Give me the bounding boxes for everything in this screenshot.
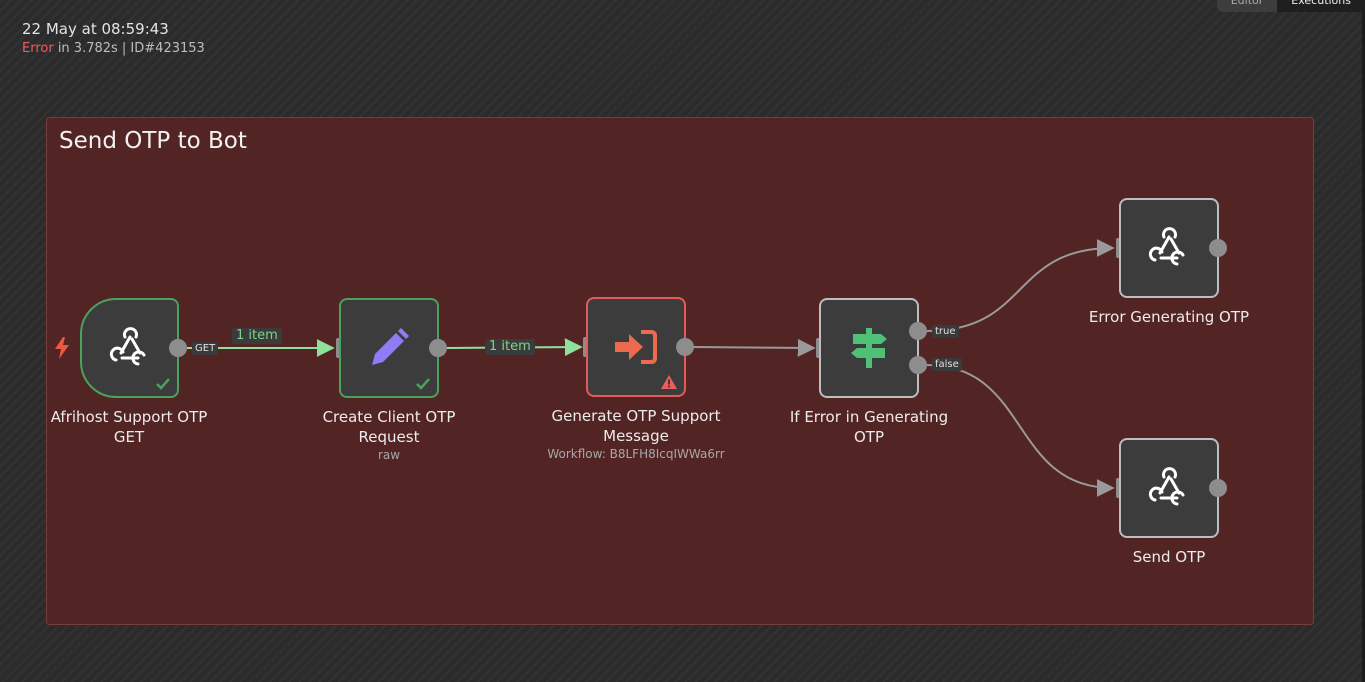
- node-afrihost-support-otp-get[interactable]: [80, 298, 179, 398]
- node-label-line: OTP: [853, 428, 884, 446]
- node-subtitle: Workflow: B8LFH8IcqIWWa6rr: [547, 447, 725, 461]
- webhook-icon: [1148, 467, 1185, 506]
- output-tag-get: GET: [192, 342, 219, 355]
- pencil-icon: [372, 328, 409, 365]
- node-label-line: Request: [358, 428, 420, 446]
- execution-date: 22 May at 08:59:43: [22, 20, 169, 38]
- warning-icon: [661, 375, 677, 389]
- editor-tab[interactable]: Editor: [1230, 0, 1264, 7]
- executions-tab[interactable]: Executions: [1277, 0, 1365, 12]
- output-port[interactable]: [1209, 479, 1227, 497]
- execution-status: Error in 3.782s | ID#423153: [22, 41, 205, 56]
- node-error-generating-otp[interactable]: [1119, 198, 1219, 298]
- item-count-badge: 1 item: [485, 339, 535, 355]
- node-label-line: Create Client OTP: [322, 408, 456, 426]
- connection-generate-to-if[interactable]: [693, 338, 816, 357]
- node-label: Create Client OTP Request: [289, 407, 489, 447]
- output-tag-true: true: [932, 325, 959, 338]
- trigger-bolt-icon: [55, 337, 69, 359]
- node-label: If Error in Generating OTP: [769, 407, 969, 447]
- node-send-otp[interactable]: [1119, 438, 1219, 538]
- webhook-icon: [109, 327, 145, 366]
- node-label: Error Generating OTP: [1088, 308, 1250, 326]
- output-port[interactable]: [1209, 239, 1227, 257]
- output-port[interactable]: [429, 339, 447, 357]
- execute-workflow-icon: [615, 330, 657, 364]
- node-subtitle: raw: [377, 448, 401, 462]
- canvas-right-edge: [1362, 0, 1365, 682]
- success-check-icon: [156, 378, 170, 390]
- node-label-line: Generate OTP Support: [551, 407, 721, 425]
- item-count-badge: 1 item: [232, 328, 282, 344]
- node-label: Generate OTP Support Message: [536, 406, 736, 446]
- connection-if-true-to-error[interactable]: [926, 239, 1115, 332]
- success-check-icon: [416, 378, 430, 390]
- execution-status-label: Error: [22, 41, 54, 56]
- node-generate-otp-support-message[interactable]: [586, 297, 686, 397]
- output-port-true[interactable]: [909, 322, 927, 340]
- node-label-line: If Error in Generating: [789, 408, 949, 426]
- node-label: Afrihost Support OTP GET: [29, 407, 229, 447]
- connection-if-false-to-send[interactable]: [926, 364, 1115, 497]
- editor-executions-toggle[interactable]: Editor Executions: [1216, 0, 1365, 12]
- node-label-line: Afrihost Support OTP: [50, 408, 208, 426]
- signpost-icon: [851, 328, 887, 368]
- webhook-icon: [1148, 227, 1185, 266]
- output-port-false[interactable]: [909, 356, 927, 374]
- group-title: Send OTP to Bot: [59, 128, 247, 154]
- output-tag-false: false: [932, 358, 962, 371]
- node-label-line: Message: [603, 427, 669, 445]
- execution-status-detail: in 3.782s | ID#423153: [53, 41, 205, 56]
- execution-header: 22 May at 08:59:43 Error in 3.782s | ID#…: [22, 20, 205, 56]
- output-port[interactable]: [169, 339, 187, 357]
- node-if-error-in-generating-otp[interactable]: [819, 298, 919, 398]
- node-label: Send OTP: [1132, 548, 1206, 566]
- output-port[interactable]: [676, 338, 694, 356]
- node-create-client-otp-request[interactable]: [339, 298, 439, 398]
- node-label-line: GET: [113, 428, 145, 446]
